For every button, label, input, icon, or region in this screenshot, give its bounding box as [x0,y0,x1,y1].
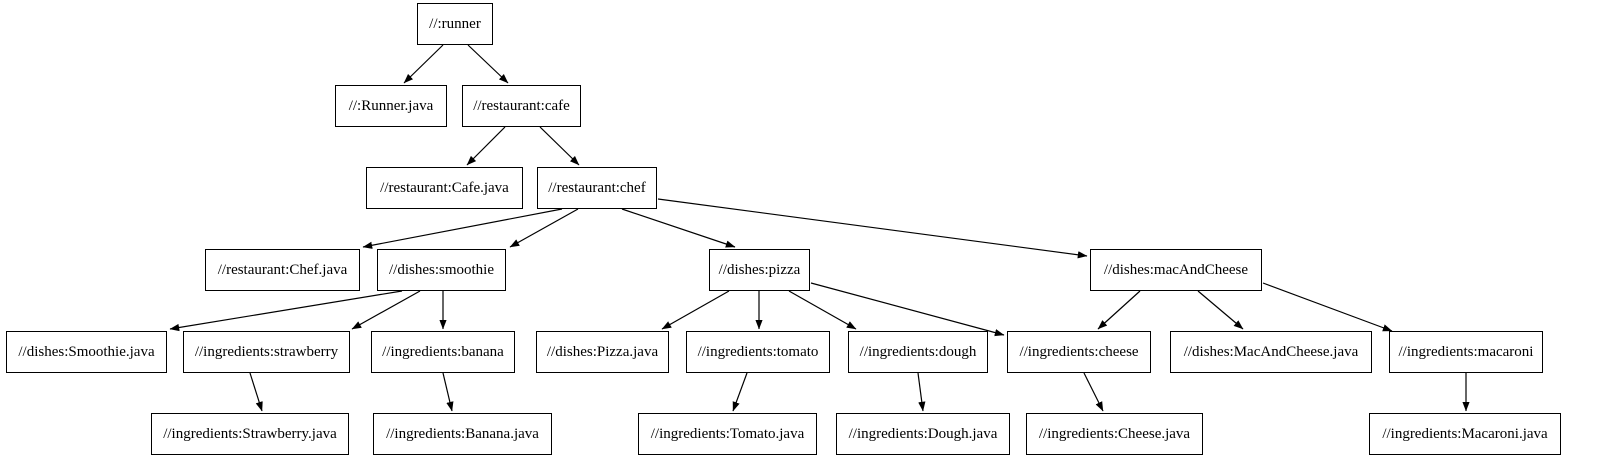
graph-node-label: //dishes:MacAndCheese.java [1183,343,1359,360]
graph-node-label: //dishes:smoothie [389,261,494,278]
graph-edge [810,282,1005,337]
graph-node-label: //ingredients:Strawberry.java [163,425,337,442]
graph-node-label: //ingredients:banana [382,343,504,360]
graph-edge [657,198,1088,259]
graph-edge [788,290,857,330]
graph-node-ing_strawberry[interactable]: //ingredients:strawberry [183,331,350,373]
graph-edge [539,126,580,166]
graph-edge [467,44,509,84]
graph-edge [403,44,444,84]
graph-node-label: //dishes:Smoothie.java [18,343,155,360]
graph-edge [621,208,736,248]
graph-node-label: //ingredients:dough [859,343,977,360]
graph-node-label: //restaurant:Chef.java [217,261,348,278]
graph-edge [1262,282,1393,332]
graph-node-ing_cheese[interactable]: //ingredients:cheese [1007,331,1151,373]
graph-edge [1097,290,1141,330]
graph-node-strawberry_java[interactable]: //ingredients:Strawberry.java [151,413,349,455]
graph-node-label: //dishes:macAndCheese [1103,261,1249,278]
graph-node-dishes_pizza[interactable]: //dishes:pizza [709,249,810,291]
graph-node-ing_dough[interactable]: //ingredients:dough [848,331,988,373]
graph-node-restaurant_chef[interactable]: //restaurant:chef [537,167,657,209]
graph-node-pizza_java[interactable]: //dishes:Pizza.java [536,331,669,373]
graph-node-label: //ingredients:macaroni [1398,343,1534,360]
graph-node-label: //ingredients:cheese [1019,343,1139,360]
graph-node-dough_java[interactable]: //ingredients:Dough.java [836,413,1010,455]
graph-node-label: //dishes:pizza [718,261,801,278]
graph-edge [249,372,263,412]
graph-node-ing_banana[interactable]: //ingredients:banana [371,331,515,373]
graph-edge [509,208,579,248]
graph-node-macaroni_java[interactable]: //ingredients:Macaroni.java [1369,413,1561,455]
graph-node-label: //ingredients:Dough.java [848,425,998,442]
graph-edges [169,44,1470,412]
graph-node-label: //ingredients:Cheese.java [1038,425,1191,442]
graph-node-label: //ingredients:tomato [697,343,819,360]
graph-node-macandcheese_java[interactable]: //dishes:MacAndCheese.java [1170,331,1372,373]
graph-edge [661,290,730,330]
graph-node-runner_java[interactable]: //:Runner.java [335,85,447,127]
graph-node-chef_java[interactable]: //restaurant:Chef.java [205,249,360,291]
graph-node-dishes_smoothie[interactable]: //dishes:smoothie [377,249,506,291]
graph-node-ing_macaroni[interactable]: //ingredients:macaroni [1389,331,1543,373]
graph-node-label: //restaurant:chef [548,179,646,196]
graph-node-label: //dishes:Pizza.java [546,343,659,360]
graph-node-label: //ingredients:Macaroni.java [1382,425,1548,442]
graph-edge [351,290,421,330]
graph-node-tomato_java[interactable]: //ingredients:Tomato.java [638,413,817,455]
graph-node-label: //ingredients:Tomato.java [650,425,805,442]
graph-node-dishes_macandcheese[interactable]: //dishes:macAndCheese [1090,249,1262,291]
graph-node-label: //ingredients:strawberry [194,343,339,360]
graph-edge [732,372,748,412]
graph-node-cheese_java[interactable]: //ingredients:Cheese.java [1026,413,1203,455]
graph-edge [1197,290,1244,330]
graph-node-label: //restaurant:Cafe.java [380,179,509,196]
graph-node-label: //ingredients:Banana.java [386,425,539,442]
graph-node-banana_java[interactable]: //ingredients:Banana.java [373,413,552,455]
graph-edge [442,372,454,412]
graph-edge [917,372,926,412]
graph-node-ing_tomato[interactable]: //ingredients:tomato [686,331,830,373]
graph-node-label: //:runner [429,15,481,32]
graph-node-runner[interactable]: //:runner [417,3,493,45]
graph-edge [169,290,403,332]
graph-node-cafe_java[interactable]: //restaurant:Cafe.java [366,167,523,209]
graph-node-label: //:Runner.java [348,97,434,114]
graph-node-smoothie_java[interactable]: //dishes:Smoothie.java [6,331,167,373]
graph-edge [466,126,506,166]
graph-node-restaurant_cafe[interactable]: //restaurant:cafe [462,85,581,127]
graph-node-label: //restaurant:cafe [473,97,570,114]
graph-edge [1083,372,1104,412]
graph-edge [362,208,563,249]
